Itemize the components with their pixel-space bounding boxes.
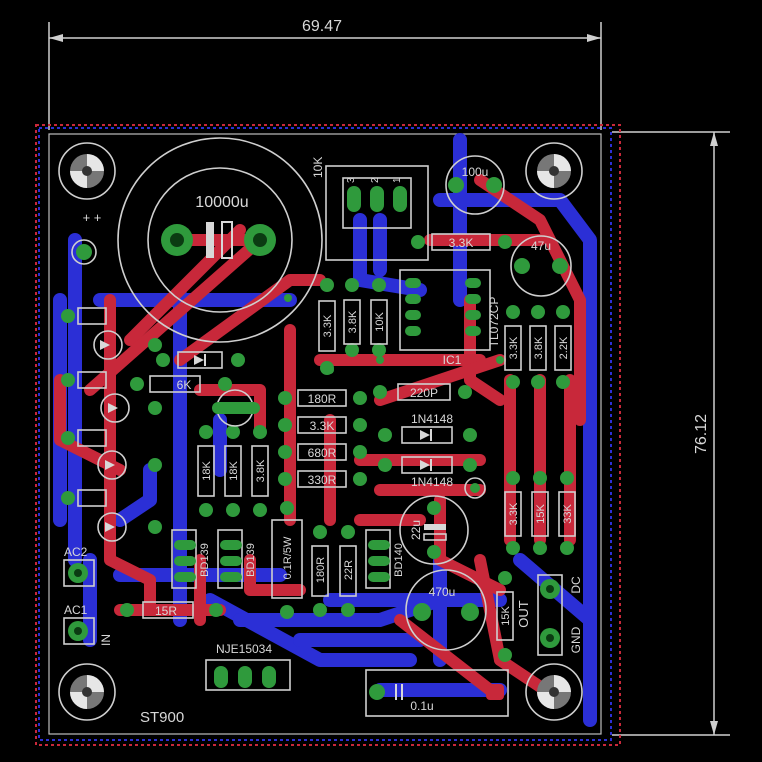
r-10k-label: 10K (374, 312, 386, 332)
r-38k-r-label: 3.8K (533, 336, 545, 359)
mount-holes (58, 142, 583, 721)
rectifier-diodes: + + (61, 210, 162, 542)
cap-22u-label: 22u (409, 520, 423, 540)
q2-label: BD139 (245, 543, 257, 577)
height-dimension-label: 76.12 (693, 414, 710, 454)
resistor-6k: 6K (130, 375, 232, 393)
cap-100u: 100u (445, 155, 505, 215)
diode-top-left (156, 351, 245, 369)
r-33k-a-label: 3.3K (322, 314, 334, 337)
resistor-180r-22r: 180R 22R (311, 525, 357, 617)
resistor-33k-top: 3.3K (411, 233, 512, 251)
cap-470u: 470u (405, 569, 487, 651)
ac1-label: AC1 (64, 603, 88, 617)
resistor-01r5w: 0.1R/5W (271, 501, 303, 619)
dimension-height: 76.12 (612, 131, 730, 736)
cap-01u: 0.1u (365, 669, 509, 717)
width-dimension-label: 69.47 (302, 18, 342, 35)
silkscreen-layer: 10000u 10K 3 2 1 100u 47u (58, 137, 583, 726)
cap-47u-label: 47u (531, 239, 551, 253)
ic1-label: IC1 (443, 353, 462, 367)
r-18k-b-label: 18K (228, 461, 240, 481)
out-label: OUT (516, 600, 531, 628)
board-name: ST900 (140, 709, 184, 726)
gnd-label: GND (569, 626, 583, 653)
r-22r-label: 22R (343, 560, 355, 580)
r-15k-label: 15K (500, 606, 512, 626)
rect-diode-1 (61, 307, 162, 360)
output-transistor: NJE15034 (205, 642, 291, 691)
r-01r5w-label: 0.1R/5W (282, 536, 294, 579)
r-330r-label: 330R (308, 473, 337, 487)
r-38k-label: 3.8K (347, 310, 359, 333)
r-18k-label: 18K (201, 461, 213, 481)
dimension-width: 69.47 (48, 18, 602, 130)
potentiometer: 10K 3 2 1 (311, 157, 429, 261)
cap-01u-label: 0.1u (410, 699, 433, 713)
rect-diode-2 (61, 371, 162, 423)
resistor-column-left: 18K 18K 3.8K (197, 425, 269, 517)
vias (284, 294, 504, 499)
plus-signs-label: + + (83, 210, 102, 225)
r-180r-label: 180R (308, 392, 337, 406)
resistor-stack-middle: 180R 3.3K 680R 330R (278, 389, 367, 488)
r-22k-r-label: 2.2K (558, 336, 570, 359)
small-transistor (212, 389, 260, 427)
r-33k-col-label: 3.3K (508, 502, 520, 525)
r-33k-col2-label: 33K (562, 504, 574, 524)
ic1: IC1 TL072CP (399, 269, 501, 367)
ic1-part-label: TL072CP (487, 297, 501, 348)
dc-label: DC (569, 576, 583, 594)
q1-label: BD139 (199, 543, 211, 577)
ac-connectors: AC2 AC1 IN (63, 545, 113, 646)
cap-220p-label: 220P (410, 386, 438, 400)
cap-470u-label: 470u (429, 585, 456, 599)
cap-22u: 22u (399, 495, 469, 565)
cap-main-label: 10000u (195, 194, 248, 211)
r-38k-b-label: 3.8K (255, 459, 267, 482)
cap-47u: 47u (510, 235, 572, 297)
pot-pin1: 1 (392, 177, 403, 183)
pot-label: 10K (311, 157, 325, 178)
transistor-q1: BD139 (171, 529, 211, 589)
rect-diode-3 (61, 429, 162, 480)
diodes-1n4148: 1N4148 1N4148 (378, 412, 477, 489)
r-33k-top-label: 3.3K (449, 236, 474, 250)
transistor-q2: BD139 (217, 529, 257, 589)
r-6k-label: 6K (177, 378, 192, 392)
r-33k-r-label: 3.3K (508, 336, 520, 359)
r-15r-label: 15R (155, 604, 177, 618)
cap-220p: 220P (373, 383, 472, 401)
diode1-label: 1N4148 (411, 412, 453, 426)
board-outline (35, 124, 621, 746)
main-capacitor: 10000u (117, 137, 323, 343)
resistor-15k-out: 15K (496, 571, 514, 662)
resistor-15r: 15R (120, 601, 223, 619)
pot-pin3: 3 (346, 177, 357, 183)
resistor-column-bottom-right: 3.3K 15K 33K (504, 471, 576, 555)
pot-pin2: 2 (370, 177, 381, 183)
rect-diode-4 (61, 489, 162, 542)
transistor-q3: BD140 (365, 529, 405, 589)
r-680r-label: 680R (308, 446, 337, 460)
r-33k-mid-label: 3.3K (310, 419, 335, 433)
ac2-label: AC2 (64, 545, 88, 559)
resistor-column-right: 3.3K 3.8K 2.2K (504, 305, 572, 389)
q3-label: BD140 (393, 543, 405, 577)
output-connector: OUT DC GND (516, 574, 583, 656)
in-label: IN (99, 634, 113, 646)
r-180r-b-label: 180R (315, 557, 327, 583)
q-out-label: NJE15034 (216, 642, 272, 656)
cap-100u-label: 100u (462, 165, 489, 179)
r-15k-col-label: 15K (535, 504, 547, 524)
diode2-label: 1N4148 (411, 475, 453, 489)
